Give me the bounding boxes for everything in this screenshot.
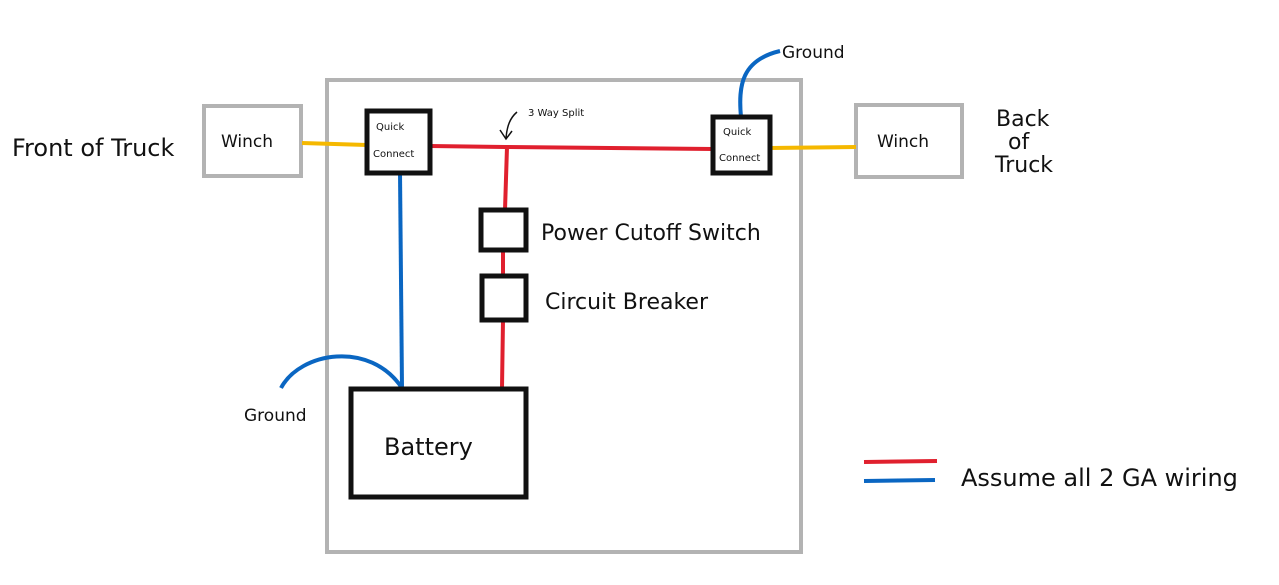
legend-label: Assume all 2 GA wiring (961, 464, 1238, 492)
back-winch-box (854, 103, 964, 179)
legend-blue-line (863, 478, 936, 483)
circuit-breaker-box (479, 273, 529, 323)
back-of-truck-label-1: Back (996, 107, 1050, 132)
enclosure-box (325, 78, 803, 554)
split-label: 3 Way Split (528, 108, 584, 119)
power-cutoff-switch-box (478, 207, 529, 253)
qc-right-line1: Quick (723, 127, 751, 138)
circuit-breaker-label: Circuit Breaker (545, 290, 709, 315)
back-of-truck-label-3: Truck (994, 153, 1053, 178)
qc-left-line2: Connect (373, 149, 414, 160)
front-winch-lead (301, 141, 368, 147)
ground-left-wire (279, 354, 404, 390)
battery-label: Battery (384, 433, 473, 461)
split-arrow (499, 111, 518, 141)
qc-right-line2: Connect (719, 153, 760, 164)
back-of-truck-label-2: of (1008, 130, 1030, 155)
ground-left-label: Ground (244, 406, 307, 426)
ground-top-wire (738, 49, 781, 118)
battery-box (348, 386, 529, 500)
qc-left-line1: Quick (376, 122, 404, 133)
power-cutoff-switch-label: Power Cutoff Switch (541, 221, 761, 246)
back-winch-label: Winch (877, 132, 929, 152)
front-winch-box (202, 104, 303, 178)
quick-connect-left-box (364, 108, 433, 176)
ground-main-wire (398, 171, 404, 389)
positive-drop-wire (500, 146, 509, 389)
front-winch-label: Winch (221, 132, 273, 152)
back-winch-lead (769, 145, 857, 150)
positive-main-wire (429, 144, 714, 151)
legend-red-line (863, 459, 938, 464)
front-of-truck-label: Front of Truck (12, 134, 175, 162)
quick-connect-right-box (710, 114, 773, 176)
ground-top-label: Ground (782, 43, 845, 63)
